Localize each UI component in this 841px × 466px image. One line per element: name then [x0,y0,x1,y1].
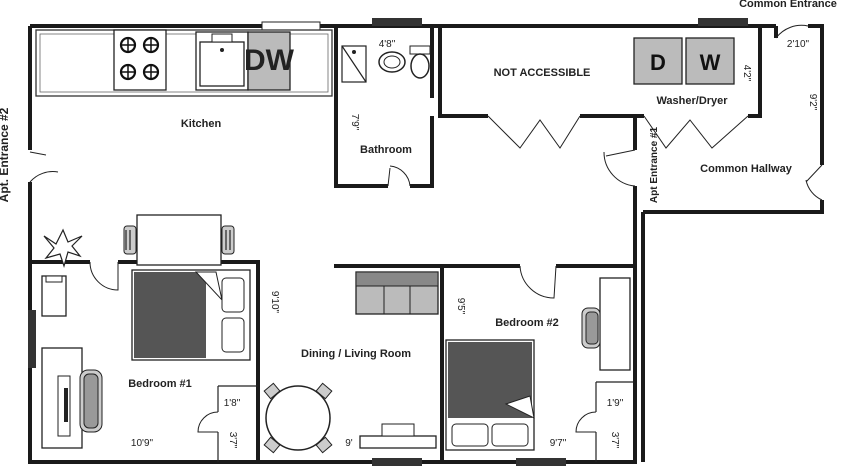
dim-hall-length: 9'2" [807,94,818,111]
stove-icon [113,29,167,91]
bed-icon [131,269,251,361]
dim-bed2-depth: 9'5" [455,298,466,315]
dim-closet2-depth: 3'7" [609,432,620,449]
dim-bath-depth: 7'9" [349,114,360,131]
dim-living-depth: 9'10" [269,291,280,314]
common-hallway-label: Common Hallway [700,163,793,175]
sink-icon [195,31,249,91]
dim-closet2-width: 1'9" [607,398,624,409]
desk-icon [41,347,103,449]
toilet-icon [409,45,431,79]
dishwasher-icon: DW [244,31,295,91]
plant-icon [43,228,83,269]
washer-icon: W [685,37,735,85]
dim-bed2-width: 9'7" [550,438,567,449]
shower-icon [341,45,367,83]
tv-stand-icon [359,423,437,449]
dim-closet1-width: 1'8" [224,398,241,409]
dishwasher-label: DW [244,44,295,77]
washer-label: W [700,50,721,75]
washer-dryer-label: Washer/Dryer [656,95,728,107]
dryer-icon: D [633,37,683,85]
common-entrance-label: Common Entrance [739,0,837,10]
bedroom1-label: Bedroom #1 [128,378,192,390]
not-accessible-label: NOT ACCESSIBLE [494,67,591,79]
dining-living-label: Dining / Living Room [301,348,411,360]
bathroom-sink-icon [378,51,406,73]
dim-closet1-depth: 3'7" [227,432,238,449]
dresser-icon [41,275,67,317]
round-table-icon [263,382,333,454]
kitchen-table-icon [123,214,235,266]
bedroom2-label: Bedroom #2 [495,317,559,329]
bed2-icon [445,339,535,451]
dim-living-width: 9' [345,438,353,449]
dim-bed1-width: 10'9" [131,438,154,449]
apt-entrance2-label: Apt. Entrance #2 [0,107,11,202]
sofa-icon [355,271,439,315]
desk2-icon [581,277,631,371]
bathroom-label: Bathroom [360,144,412,156]
dim-bath-width: 4'8" [379,39,396,50]
doors [29,24,823,433]
closets [217,381,635,462]
dim-laundry-depth: 4'2" [741,65,752,82]
apt-entrance1-label: Apt Entrance #1 [649,126,660,203]
dim-hall-top: 2'10" [787,39,810,50]
kitchen-label: Kitchen [181,118,222,130]
dryer-label: D [650,50,666,75]
